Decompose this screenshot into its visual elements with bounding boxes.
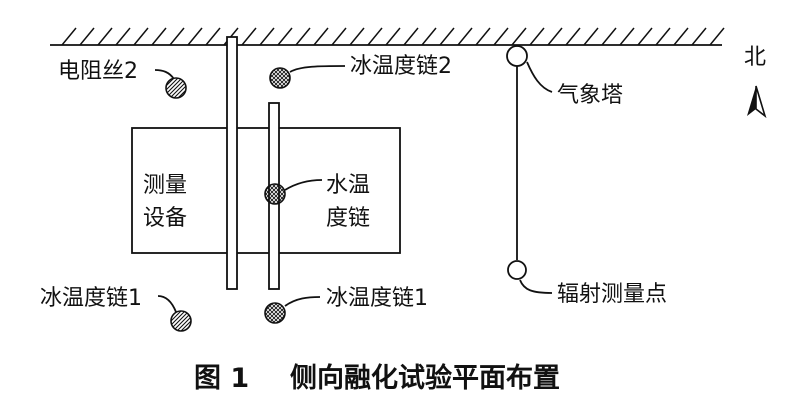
leader-ice-temp-chain-1-right: [284, 296, 321, 307]
hatch-line: [511, 27, 527, 46]
leader-ice-temp-chain-2: [289, 65, 346, 73]
hatch-line: [133, 27, 149, 46]
hatch-line: [259, 27, 275, 46]
measuring-equipment-area: [131, 127, 401, 254]
label-water-temp-chain-1: 水温: [326, 173, 370, 198]
hatch-line: [691, 27, 707, 46]
hatch-line: [205, 27, 221, 46]
leader-water-temp-chain: [284, 179, 323, 191]
figure-number: 图 1: [194, 363, 249, 394]
hatch-line: [367, 27, 383, 46]
label-resistance-wire-2: 电阻丝2: [58, 59, 138, 84]
hatch-line: [169, 27, 185, 46]
hatch-line: [403, 27, 419, 46]
north-arrow-icon: [747, 85, 767, 119]
ice-temp-chain-1-right-marker: [264, 302, 286, 324]
hatch-line: [277, 27, 293, 46]
label-ice-temp-chain-1-right: 冰温度链1: [326, 286, 428, 311]
label-ice-temp-chain-1-left: 冰温度链1: [40, 286, 142, 311]
hatch-line: [331, 27, 347, 46]
hatch-line: [547, 27, 563, 46]
shoreline: [50, 27, 725, 46]
hatch-line: [637, 27, 653, 46]
hatch-line: [439, 27, 455, 46]
figure-title: 侧向融化试验平面布置: [290, 362, 560, 394]
ice-temp-chain-2-marker: [269, 67, 291, 89]
leader-radiation-point: [519, 279, 553, 294]
label-measuring-equipment-2: 设备: [143, 206, 187, 231]
label-north: 北: [744, 45, 766, 70]
hatch-line: [475, 27, 491, 46]
hatch-line: [709, 27, 725, 46]
ice-temp-chain-1-left-marker: [170, 310, 192, 332]
hatch-line: [151, 27, 167, 46]
hatch-line: [313, 27, 329, 46]
radiation-point-marker: [507, 260, 527, 280]
leader-ice-temp-chain-1-left: [157, 295, 177, 313]
hatch-line: [601, 27, 617, 46]
hatch-line: [349, 27, 365, 46]
resistance-wire-2-marker: [165, 77, 187, 99]
hatch-line: [583, 27, 599, 46]
weather-tower-top: [506, 45, 528, 67]
hatch-line: [529, 27, 545, 46]
hatch-line: [673, 27, 689, 46]
left-post: [226, 36, 238, 290]
label-radiation-point: 辐射测量点: [557, 282, 667, 307]
label-weather-tower: 气象塔: [557, 83, 623, 108]
hatch-line: [79, 27, 95, 46]
label-water-temp-chain-2: 度链: [326, 206, 370, 231]
hatch-line: [61, 27, 77, 46]
water-temp-chain-marker: [264, 183, 286, 205]
hatch-line: [241, 27, 257, 46]
hatch-line: [295, 27, 311, 46]
label-measuring-equipment-1: 测量: [143, 173, 187, 198]
hatch-line: [493, 27, 509, 46]
hatch-line: [421, 27, 437, 46]
hatch-line: [385, 27, 401, 46]
hatch-line: [655, 27, 671, 46]
hatch-line: [457, 27, 473, 46]
hatch-line: [97, 27, 113, 46]
hatch-line: [115, 27, 131, 46]
shoreline-hatching: [61, 27, 725, 46]
leader-weather-tower: [526, 61, 553, 93]
label-ice-temp-chain-2: 冰温度链2: [350, 54, 452, 79]
hatch-line: [187, 27, 203, 46]
leader-resistance-wire-2: [154, 69, 175, 80]
hatch-line: [619, 27, 635, 46]
hatch-line: [565, 27, 581, 46]
